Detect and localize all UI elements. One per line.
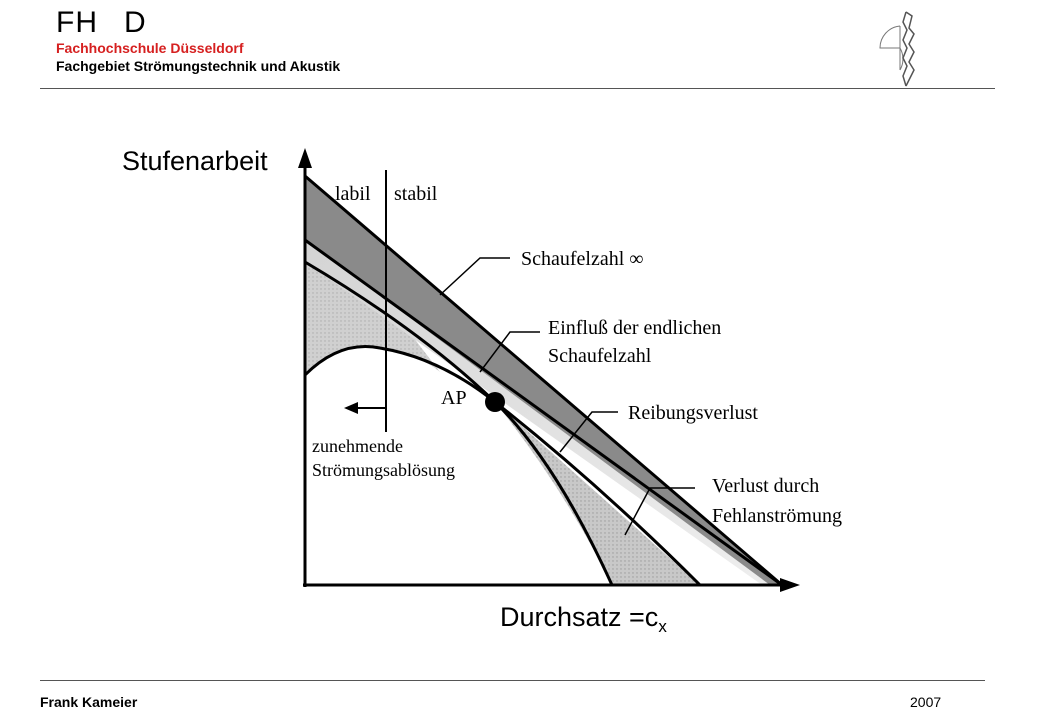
label-verlust-1: Verlust durch	[712, 475, 819, 497]
header: FH D Fachhochschule Düsseldorf Fachgebiet…	[56, 6, 340, 75]
leader-schaufelzahl-inf	[439, 257, 510, 296]
label-abloesung-1: zunehmende	[312, 436, 403, 456]
logo-left: FH	[56, 6, 98, 39]
label-stabil: stabil	[394, 183, 438, 205]
logo-right: D	[124, 6, 147, 39]
label-einfluss-1: Einfluß der endlichen	[548, 317, 721, 339]
friction-region	[495, 402, 700, 585]
label-verlust-2: Fehlanströmung	[712, 505, 842, 527]
label-schaufelzahl-inf: Schaufelzahl ∞	[521, 248, 644, 270]
school-name: Fachhochschule Düsseldorf	[56, 40, 244, 56]
x-axis-subscript: x	[658, 617, 667, 636]
label-einfluss-2: Schaufelzahl	[548, 345, 652, 367]
department-name: Fachgebiet Strömungstechnik und Akustik	[56, 58, 341, 74]
x-axis-label-main: Durchsatz =c	[500, 602, 658, 632]
y-axis-label: Stufenarbeit	[122, 146, 268, 176]
label-abloesung-2: Strömungsablösung	[312, 460, 455, 480]
leader-reibung	[559, 411, 618, 453]
fhd-logo: FH D	[56, 6, 340, 40]
fan-emblem-icon	[879, 11, 915, 87]
line-schaufelzahl-inf	[304, 174, 783, 587]
leader-verlust	[624, 487, 695, 536]
leader-einfluss	[479, 331, 540, 373]
footer-rule	[40, 680, 985, 681]
label-labil: labil	[335, 183, 371, 205]
header-rule	[40, 88, 995, 89]
separation-arrow-icon	[344, 402, 358, 414]
line-endliche-schaufelzahl	[304, 238, 783, 587]
operating-point-marker	[485, 392, 505, 412]
x-axis-arrow-icon	[780, 578, 800, 592]
y-axis-arrow-icon	[298, 148, 312, 168]
label-reibung: Reibungsverlust	[628, 402, 758, 424]
footer-year: 2007	[910, 694, 942, 710]
x-axis-label: Durchsatz =cx	[500, 602, 667, 636]
label-ap: AP	[441, 387, 467, 409]
curve-fehlanstroemung	[303, 345, 614, 586]
footer-author: Frank Kameier	[40, 694, 138, 710]
